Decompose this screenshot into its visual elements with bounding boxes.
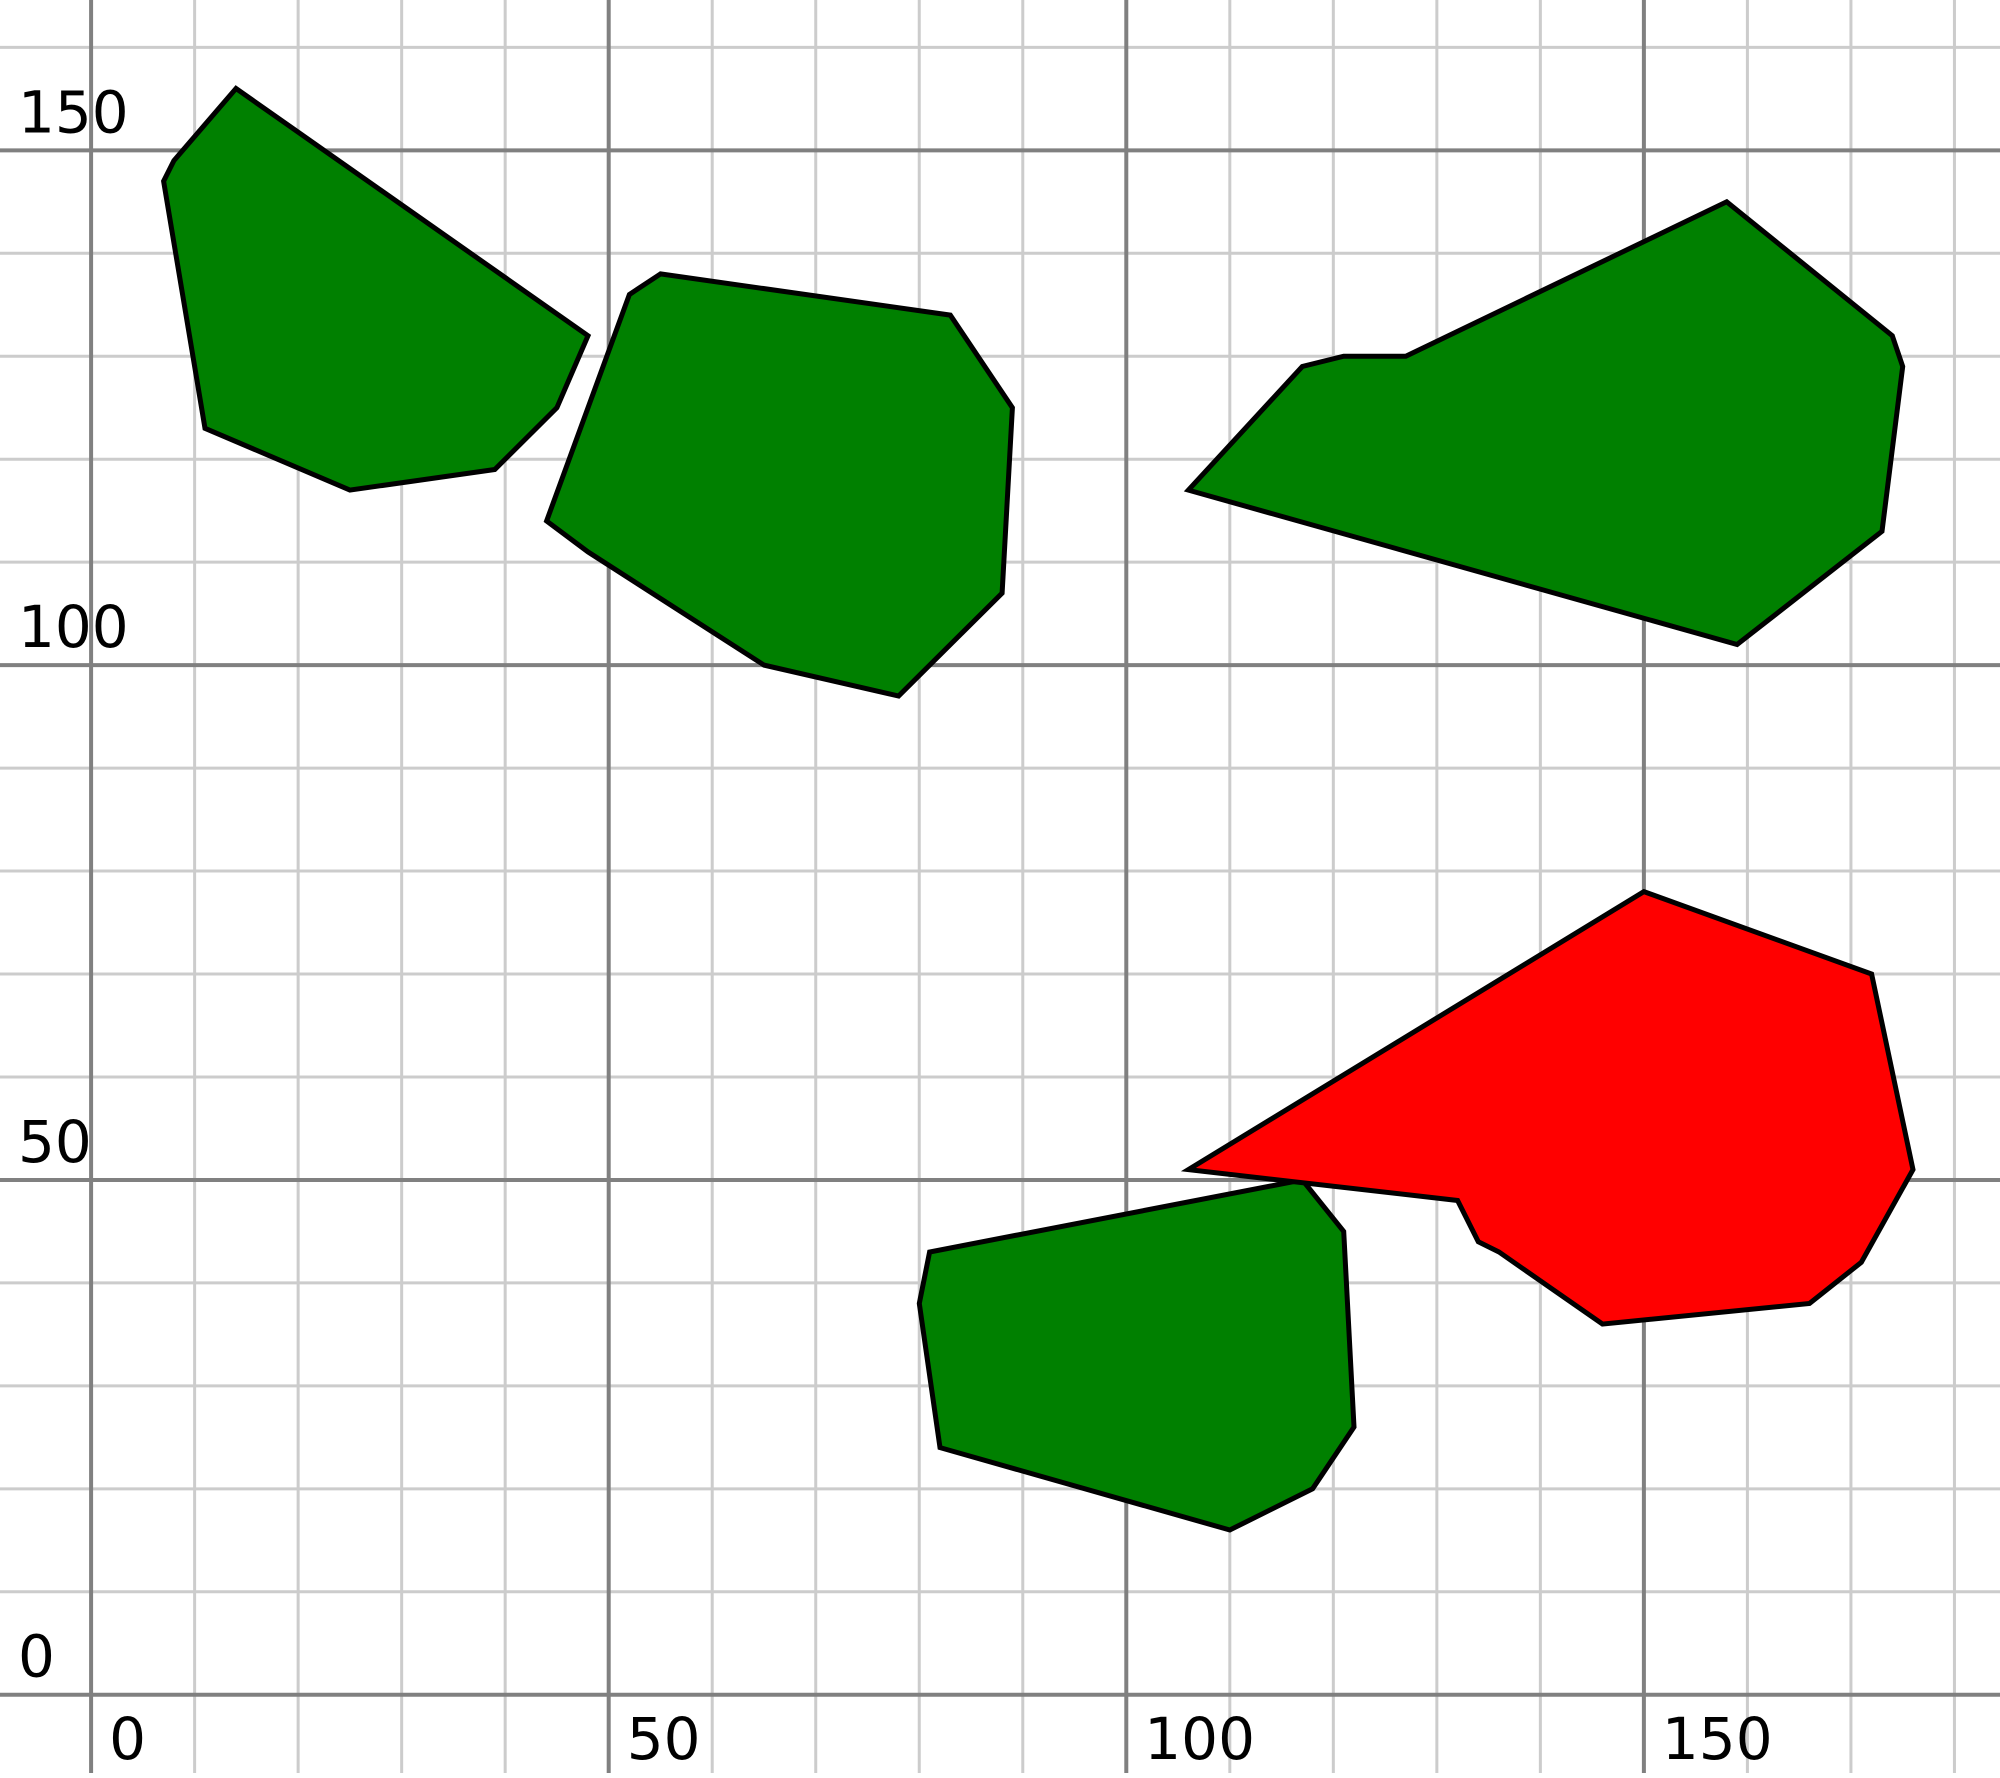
polygon-1: [160, 85, 592, 493]
y-tick-label-0: 0: [18, 1623, 55, 1691]
polygon-2: [543, 271, 1015, 699]
y-tick-label-100: 100: [18, 593, 129, 661]
y-tick-label-50: 50: [18, 1108, 92, 1176]
tick-labels: 0 50 100 150 0 50 100 150: [18, 78, 1773, 1773]
polygons: [160, 85, 1916, 1533]
x-tick-label-100: 100: [1144, 1705, 1255, 1773]
x-tick-label-50: 50: [627, 1705, 701, 1773]
x-tick-label-0: 0: [109, 1705, 146, 1773]
polygon-5: [1180, 888, 1916, 1327]
polygon-3: [1183, 198, 1906, 648]
y-tick-label-150: 150: [18, 78, 129, 146]
polygon-4: [916, 1177, 1357, 1533]
x-tick-label-150: 150: [1662, 1705, 1773, 1773]
